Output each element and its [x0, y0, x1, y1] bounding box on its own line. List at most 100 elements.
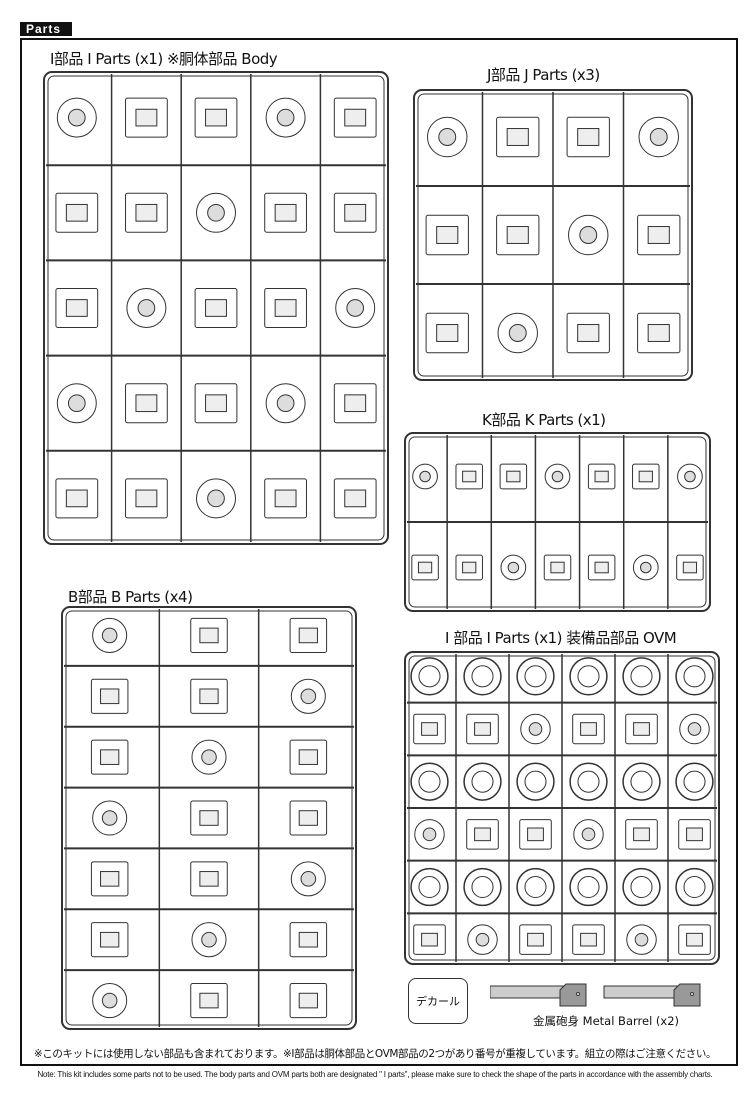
- sprue-part: [421, 722, 438, 736]
- sprue-part: [413, 924, 446, 955]
- sprue-part: [289, 922, 328, 958]
- metal-barrel-icon: [490, 983, 587, 1007]
- sprue-i-body-title: I部品 I Parts (x1) ※胴体部品 Body: [50, 50, 278, 68]
- sprue-part: [264, 288, 307, 328]
- sprue-part: [199, 810, 219, 826]
- sprue-part: [519, 819, 552, 850]
- sprue-part: [265, 383, 306, 424]
- sprue-part: [265, 97, 306, 138]
- sprue-part: [125, 383, 168, 424]
- sprue-part: [414, 819, 445, 850]
- sprue-part: [201, 749, 217, 765]
- sprue-part: [344, 489, 367, 508]
- sprue-part: [634, 932, 649, 947]
- sprue-part: [190, 617, 228, 653]
- road-wheel: [516, 867, 555, 907]
- road-wheel: [410, 762, 449, 801]
- sprue-part: [276, 108, 295, 127]
- sprue-part: [551, 470, 564, 483]
- road-wheel: [463, 762, 502, 801]
- sprue-j-title: J部品 J Parts (x3): [487, 66, 600, 84]
- road-wheel: [622, 762, 661, 801]
- sprue-part: [633, 827, 650, 842]
- sprue-part: [333, 478, 377, 519]
- sprue-part: [425, 312, 469, 354]
- sprue-part: [90, 739, 129, 775]
- parts-tab-label: Parts: [20, 22, 72, 36]
- sprue-part: [199, 627, 219, 644]
- sprue-part: [639, 561, 652, 574]
- sprue-part: [199, 688, 219, 705]
- road-wheel-hub: [577, 770, 600, 793]
- road-wheel: [463, 657, 502, 696]
- sprue-part: [135, 203, 158, 222]
- sprue-part: [346, 299, 365, 317]
- sprue-part: [436, 226, 459, 244]
- sprue-part: [205, 108, 227, 127]
- sprue-part: [274, 299, 297, 317]
- sprue-i-ovm-title: I 部品 I Parts (x1) 装備品部品 OVM: [445, 629, 677, 647]
- sprue-part: [496, 116, 540, 158]
- sprue-part: [572, 924, 605, 955]
- sprue-part: [101, 992, 118, 1009]
- sprue-i-body: [43, 71, 389, 545]
- sprue-part: [196, 478, 236, 519]
- sprue-part: [676, 554, 704, 581]
- sprue-part: [90, 678, 129, 714]
- sprue-part: [190, 861, 228, 897]
- sprue-part: [527, 827, 544, 842]
- sprue-part: [201, 931, 217, 948]
- sprue-frame: [61, 606, 357, 1030]
- sprue-part: [500, 554, 527, 581]
- road-wheel-hub: [471, 665, 494, 688]
- sprue-part: [594, 470, 609, 483]
- sprue-part: [455, 554, 483, 581]
- road-wheel: [410, 867, 449, 907]
- sprue-part: [427, 116, 468, 158]
- sprue-part: [290, 861, 326, 897]
- sprue-part: [135, 108, 158, 127]
- sprue-part: [462, 470, 477, 483]
- road-wheel-hub: [471, 875, 494, 899]
- sprue-part: [466, 713, 499, 745]
- sprue-part: [55, 288, 99, 328]
- road-wheel-hub: [418, 770, 441, 793]
- road-wheel-hub: [524, 875, 547, 899]
- sprue-part: [413, 713, 446, 745]
- sprue-part: [594, 561, 609, 574]
- sprue-part: [55, 478, 99, 519]
- sprue-part: [455, 463, 483, 490]
- sprue-part: [499, 463, 528, 490]
- road-wheel: [516, 762, 555, 801]
- parts-frame: [20, 38, 738, 1066]
- road-wheel: [569, 762, 608, 801]
- road-wheel: [410, 657, 449, 696]
- road-wheel-hub: [418, 875, 441, 899]
- sprue-part: [333, 97, 377, 138]
- sprue-part: [462, 561, 477, 574]
- sprue-part: [425, 214, 469, 256]
- sprue-part: [191, 922, 227, 958]
- sprue-part: [194, 288, 238, 328]
- sprue-part: [65, 489, 88, 508]
- road-wheel-hub: [524, 770, 547, 793]
- sprue-part: [543, 554, 572, 581]
- road-wheel-hub: [630, 665, 653, 688]
- sprue-part: [436, 324, 459, 342]
- sprue-part: [638, 116, 679, 158]
- sprue-part: [568, 214, 609, 256]
- sprue-part: [577, 324, 600, 342]
- road-wheel-hub: [683, 665, 706, 688]
- sprue-part: [289, 983, 328, 1019]
- sprue-part: [411, 554, 439, 581]
- metal-barrels: [490, 983, 701, 1007]
- road-wheel: [622, 657, 661, 696]
- sprue-part: [90, 861, 129, 897]
- sprue-part: [101, 627, 118, 644]
- road-wheel: [622, 867, 661, 907]
- sprue-part: [419, 470, 431, 483]
- sprue-part: [577, 128, 600, 146]
- sprue-part: [65, 203, 88, 222]
- sprue-part: [687, 722, 702, 736]
- sprue-part: [647, 324, 670, 342]
